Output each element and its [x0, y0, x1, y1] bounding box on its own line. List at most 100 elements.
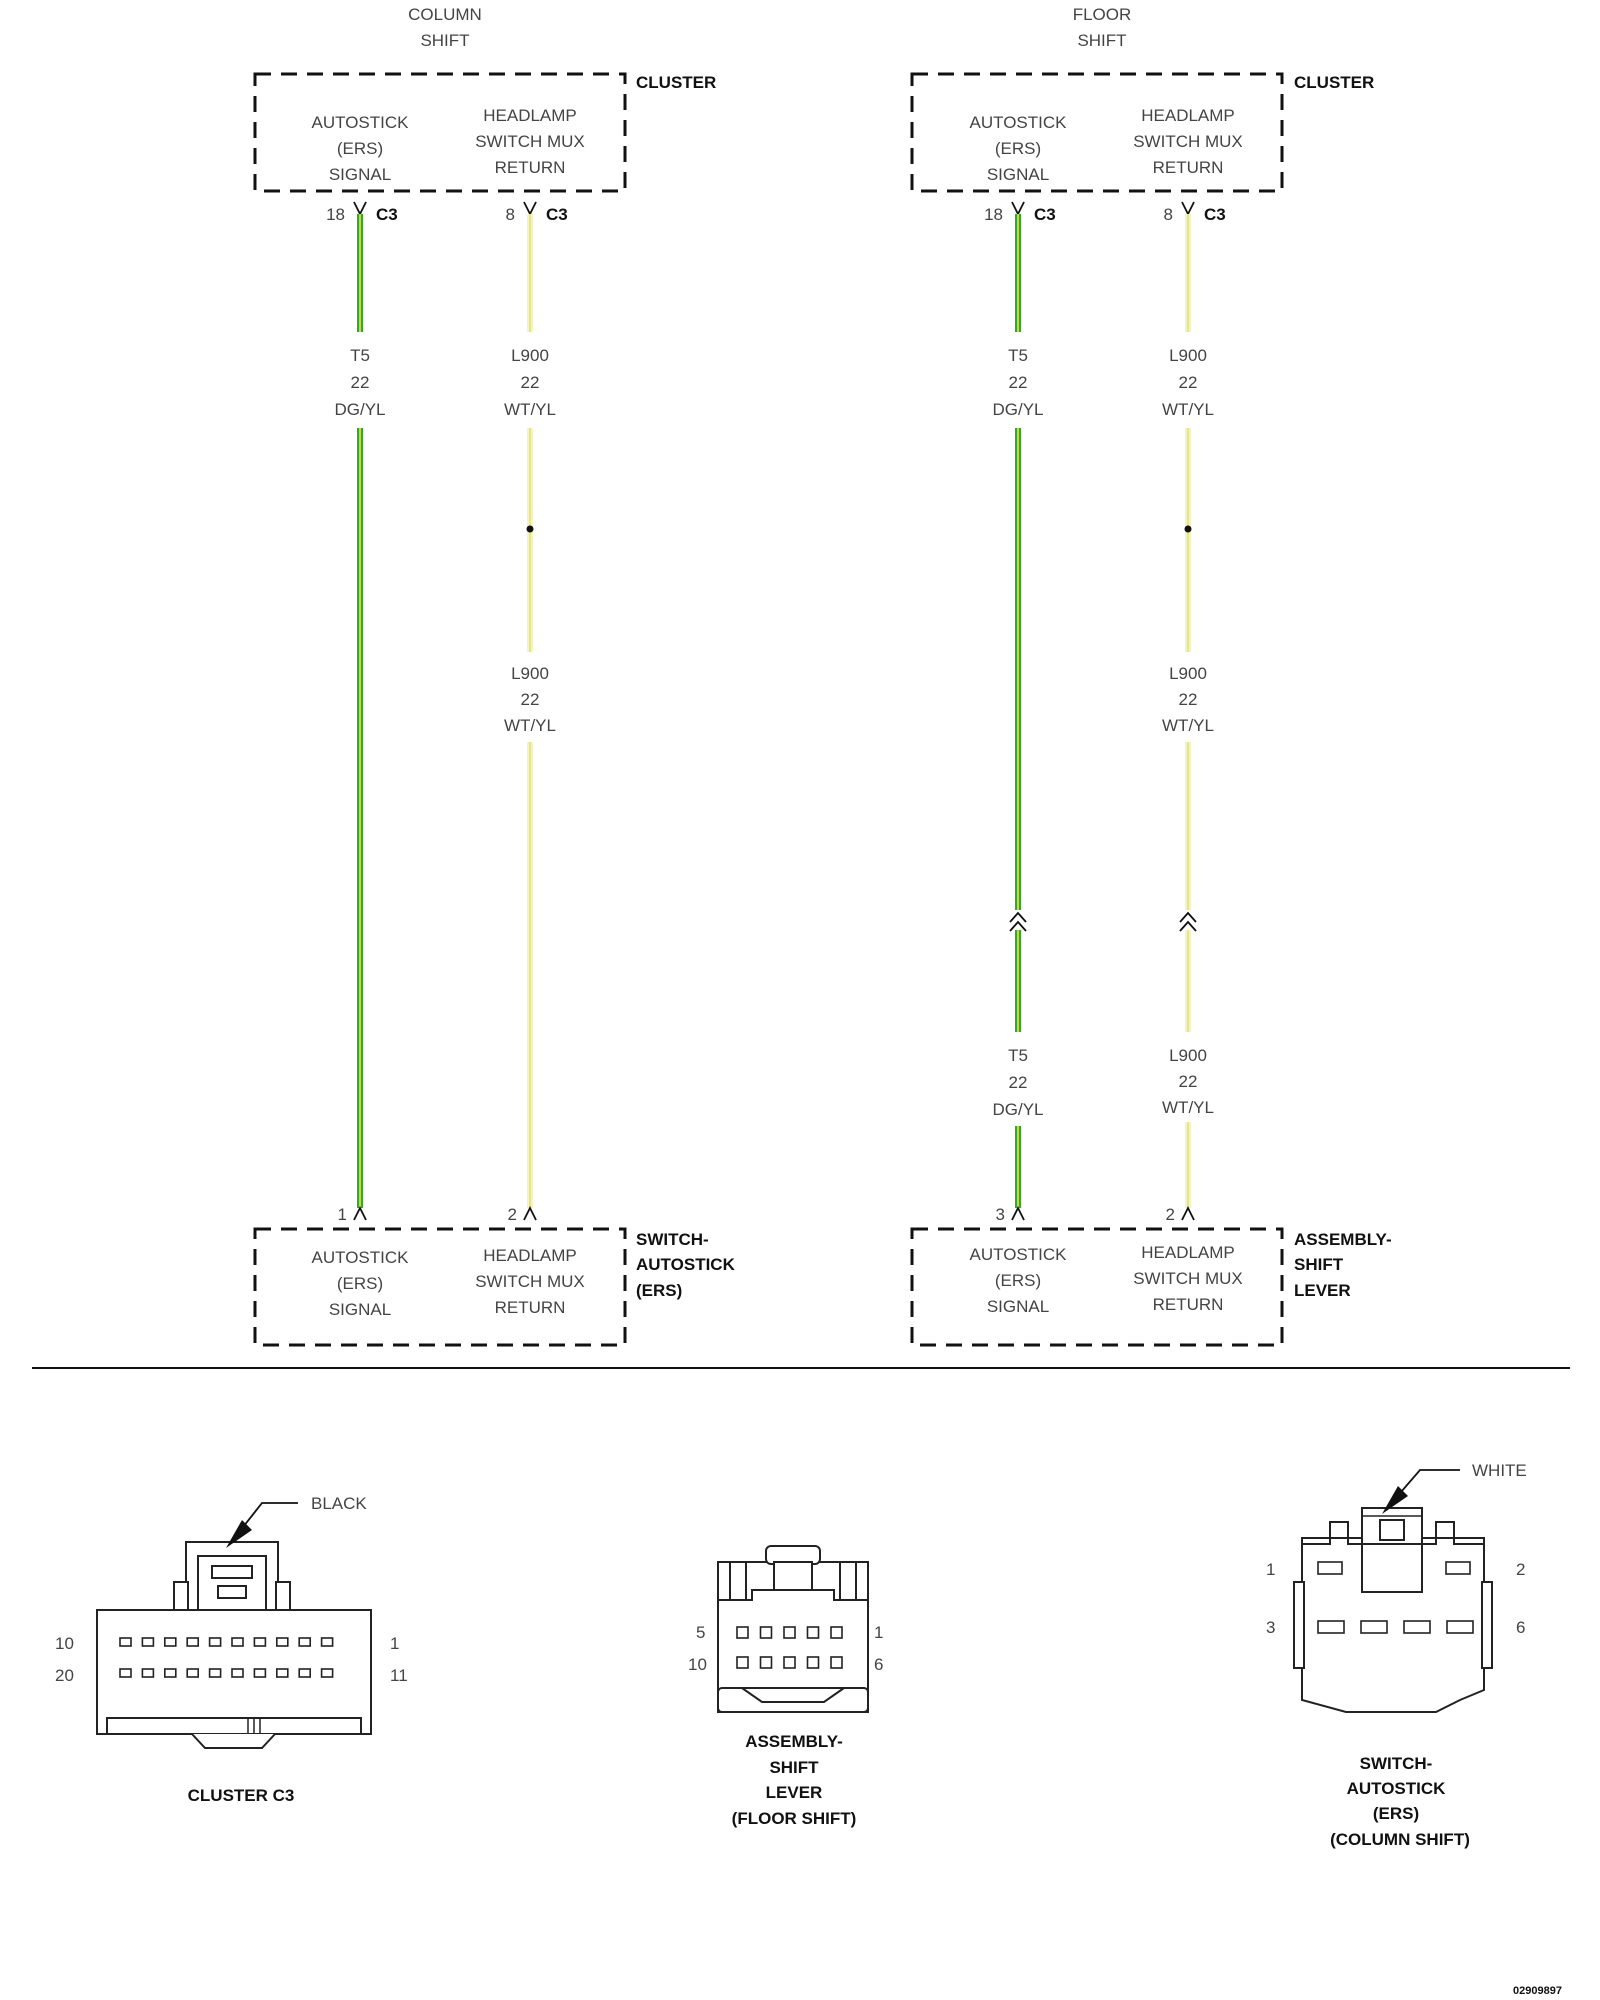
lever-pin-a-label-1: AUTOSTICK — [970, 1245, 1068, 1264]
wire-circuit-label: T5 — [350, 346, 370, 365]
connector-keyway — [191, 1733, 276, 1749]
wire-color-label: WT/YL — [1162, 716, 1214, 735]
pin-number: 6 — [1516, 1618, 1525, 1637]
cluster-pin-b-number: 8 — [1164, 205, 1173, 224]
pin-cavity — [736, 1656, 749, 1669]
cluster-pin-b-label-3: RETURN — [495, 158, 566, 177]
cluster-module-box — [910, 72, 1284, 193]
cluster-pin-b-number: 8 — [506, 205, 515, 224]
shift-lever-connector-view: 5 10 1 6 ASSEMBLY- SHIFT LEVER (FLOOR SH… — [688, 1545, 883, 1828]
connector-caption: CLUSTER C3 — [188, 1786, 295, 1805]
switch-pin-b-label-1: HEADLAMP — [483, 1246, 577, 1265]
latch-detail — [217, 1585, 247, 1599]
terminal-male-mark — [1011, 1205, 1025, 1221]
connector-keyway — [741, 1687, 845, 1703]
autostick-switch-connector-view: WHITE 1 3 2 6 SWITCH- AUTOSTICK (ERS) (C… — [1266, 1461, 1527, 1849]
inline-connector-mark — [1009, 911, 1027, 932]
cluster-module-box — [253, 72, 627, 193]
wire-gauge-label: 22 — [521, 373, 540, 392]
color-arrow — [226, 1520, 252, 1548]
pin-number: 11 — [390, 1666, 408, 1685]
splice-dot — [1184, 525, 1192, 533]
connector-caption: (ERS) — [1373, 1804, 1419, 1823]
pin-cavity — [119, 1637, 132, 1647]
pin-cavity — [275, 1637, 289, 1647]
latch-tab — [1293, 1581, 1305, 1669]
latch-tab — [1481, 1581, 1493, 1669]
wire-gauge-label: 22 — [351, 373, 370, 392]
cluster-pin-a-label-2: (ERS) — [337, 139, 383, 158]
wire-color-label: DG/YL — [334, 400, 385, 419]
cluster-pin-b-label-2: SWITCH MUX — [475, 132, 585, 151]
cluster-connector-id: C3 — [546, 205, 568, 224]
lever-pin-b-label-2: SWITCH MUX — [1133, 1269, 1243, 1288]
wire-gauge-label: 22 — [1009, 1073, 1028, 1092]
shift-lever-name-3: LEVER — [1294, 1281, 1351, 1300]
latch-inner — [197, 1555, 267, 1611]
switch-pin-a-number: 1 — [338, 1205, 347, 1224]
terminal-female-mark — [353, 201, 367, 217]
wire-circuit-label: L900 — [1169, 1046, 1207, 1065]
lever-pin-a-label-2: (ERS) — [995, 1271, 1041, 1290]
switch-autostick-name-2: AUTOSTICK — [636, 1255, 736, 1274]
pin-cavity — [1446, 1620, 1474, 1634]
pin-cavity — [1317, 1561, 1343, 1575]
inline-connector-mark — [1179, 911, 1197, 932]
pin-cavity — [141, 1637, 155, 1647]
terminal-female-mark — [1181, 201, 1195, 217]
pin-cavity — [830, 1656, 843, 1669]
terminal-male-mark — [1181, 1205, 1195, 1221]
wire-gauge-label: 22 — [1179, 1072, 1198, 1091]
pin-cavity — [1403, 1620, 1431, 1634]
switch-pin-b-label-3: RETURN — [495, 1298, 566, 1317]
cluster-pin-a-number: 18 — [984, 205, 1003, 224]
cluster-pin-b-label-1: HEADLAMP — [483, 106, 577, 125]
wire-color-label: WT/YL — [1162, 1098, 1214, 1117]
switch-pin-a-label-1: AUTOSTICK — [312, 1248, 410, 1267]
latch-tab — [275, 1581, 291, 1611]
lever-pin-a-label-3: SIGNAL — [987, 1297, 1049, 1316]
connector-shoulder — [718, 1589, 868, 1601]
shift-lever-name-1: ASSEMBLY- — [1294, 1230, 1392, 1249]
connector-base — [717, 1687, 869, 1713]
pin-cavity — [231, 1637, 244, 1647]
wire-circuit-label: L900 — [1169, 346, 1207, 365]
lever-pin-a-number: 3 — [996, 1205, 1005, 1224]
wire-color-label: WT/YL — [504, 400, 556, 419]
figure-id: 02909897 — [1513, 1985, 1562, 1997]
lever-pin-b-label-3: RETURN — [1153, 1295, 1224, 1314]
lever-pin-b-number: 2 — [1166, 1205, 1175, 1224]
wire-color-label: WT/YL — [1162, 400, 1214, 419]
connector-caption: AUTOSTICK — [1347, 1779, 1447, 1798]
switch-pin-b-label-2: SWITCH MUX — [475, 1272, 585, 1291]
connector-caption: SWITCH- — [1360, 1754, 1433, 1773]
pin-cavity — [783, 1656, 796, 1669]
connector-body — [1301, 1537, 1485, 1713]
cluster-pin-a-number: 18 — [326, 205, 345, 224]
wire-color-label: DG/YL — [992, 1100, 1043, 1119]
pin-cavity — [320, 1668, 334, 1678]
cluster-connector-id: C3 — [1034, 205, 1056, 224]
wire-gauge-label: 22 — [1009, 373, 1028, 392]
terminal-male-mark — [523, 1205, 537, 1221]
pin-cavity — [186, 1637, 199, 1647]
pin-cavity — [1360, 1620, 1388, 1634]
connector-shroud — [1302, 1521, 1484, 1593]
cluster-module-name: CLUSTER — [636, 73, 716, 92]
switch-autostick-module-box — [253, 1227, 627, 1347]
latch-tab — [729, 1561, 747, 1601]
pin-cavity — [253, 1637, 267, 1647]
cluster-pin-a-label-1: AUTOSTICK — [970, 113, 1068, 132]
cluster-pin-a-label-1: AUTOSTICK — [312, 113, 410, 132]
wire-circuit-label: L900 — [511, 664, 549, 683]
wire-gauge-label: 22 — [1179, 373, 1198, 392]
pin-cavity — [320, 1637, 334, 1647]
cluster-c3-connector-view: BLACK 10 20 1 11 CLUSTER C3 — [55, 1494, 408, 1805]
pin-cavity — [253, 1668, 267, 1678]
pin-cavity — [783, 1626, 796, 1639]
pin-cavity — [806, 1656, 820, 1669]
connector-caption: SHIFT — [769, 1758, 819, 1777]
pin-number: 20 — [55, 1666, 74, 1685]
pin-cavity — [186, 1668, 199, 1678]
pin-cavity — [164, 1637, 177, 1647]
